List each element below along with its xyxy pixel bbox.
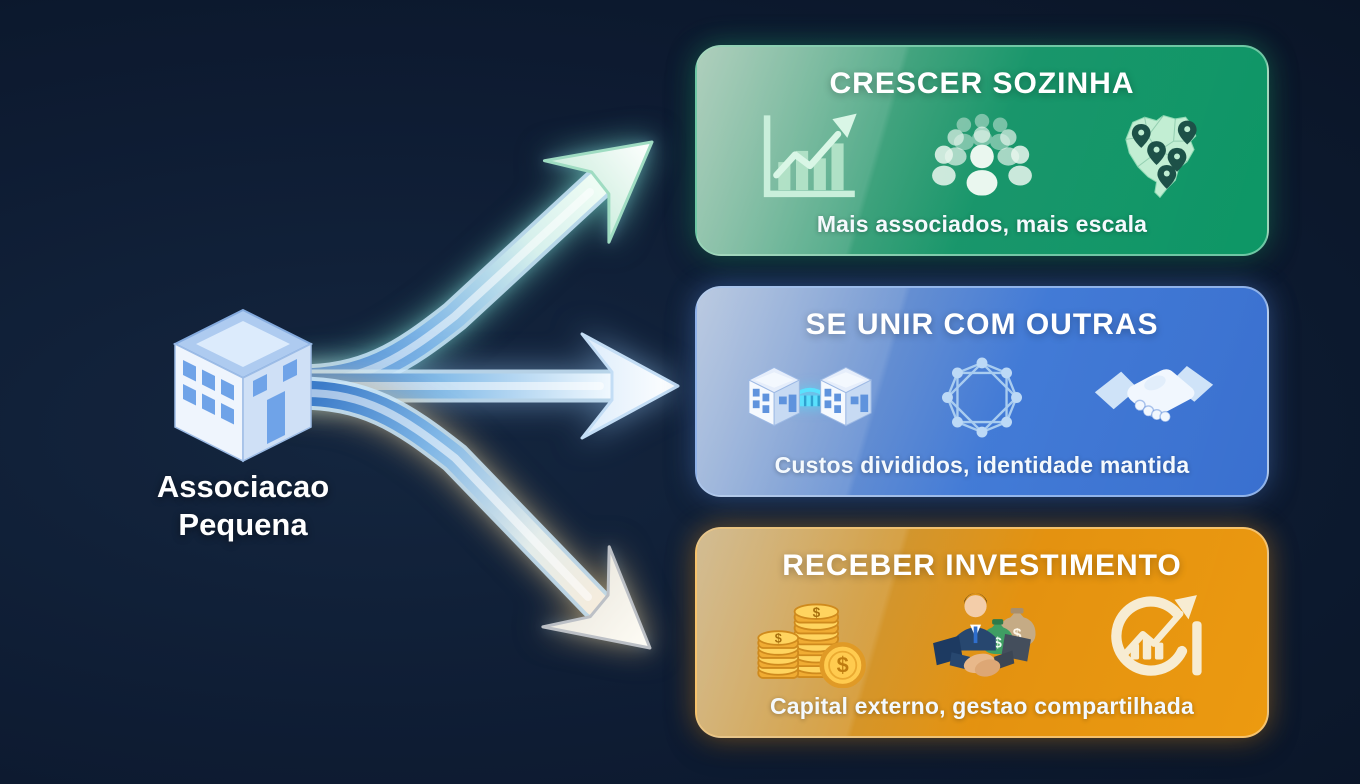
growth-chart-icon <box>763 113 857 197</box>
icon-row <box>697 342 1267 452</box>
building-icon <box>173 308 313 463</box>
card-title: RECEBER INVESTIMENTO <box>782 549 1182 582</box>
option-card-investment: RECEBER INVESTIMENTO $ <box>695 527 1269 738</box>
svg-text:$: $ <box>775 632 782 646</box>
building-windows-right <box>253 358 297 444</box>
arrow-to-grow-alone <box>281 140 654 398</box>
coins-icon: $ $ $ <box>757 603 866 688</box>
icon-row: $ $ $ <box>697 583 1267 693</box>
svg-text:$: $ <box>837 652 849 677</box>
bridge-link <box>791 387 829 406</box>
svg-text:$: $ <box>1013 626 1022 643</box>
brazil-map-icon <box>1125 114 1197 199</box>
source-label-line1: Associacao <box>156 469 330 504</box>
option-card-merge: SE UNIR COM OUTRAS <box>695 286 1269 497</box>
building-windows-left <box>183 360 234 425</box>
linked-buildings-icon <box>748 366 872 426</box>
card-caption: Capital externo, gestao compartilhada <box>769 693 1195 719</box>
card-title: SE UNIR COM OUTRAS <box>805 308 1159 341</box>
card-caption: Custos divididos, identidade mantida <box>774 452 1190 478</box>
card-caption: Mais associados, mais escala <box>816 211 1148 237</box>
people-group-icon <box>932 113 1032 196</box>
network-icon <box>942 357 1022 437</box>
svg-text:$: $ <box>994 636 1002 652</box>
growth-target-icon <box>1111 595 1202 676</box>
investor-deal-icon: $ $ <box>933 593 1036 677</box>
arrow-to-merge <box>281 332 680 440</box>
card-title: CRESCER SOZINHA <box>829 67 1135 100</box>
handshake-icon <box>1094 366 1214 423</box>
svg-text:$: $ <box>813 605 821 620</box>
option-card-grow-alone: CRESCER SOZINHA <box>695 45 1269 256</box>
icon-row <box>697 101 1267 211</box>
source-label: Associacao Pequena <box>93 468 393 544</box>
source-label-line2: Pequena <box>178 506 308 542</box>
